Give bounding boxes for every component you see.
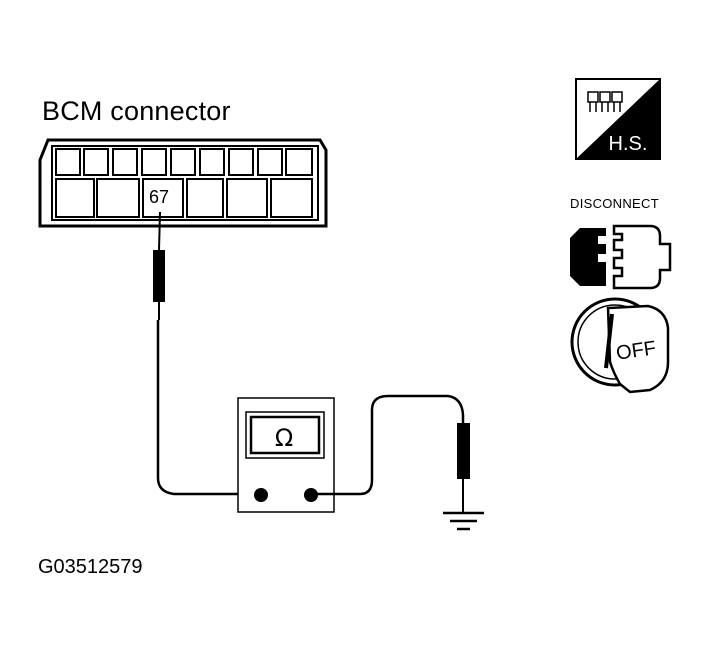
lead-wire-right (311, 394, 465, 496)
ground-symbol (443, 511, 484, 531)
probe-ground (457, 423, 470, 513)
hs-label: H.S. (609, 133, 648, 155)
disconnect-icon (570, 224, 672, 290)
probe-connector (153, 211, 165, 320)
bcm-connector (38, 138, 328, 228)
disconnect-label: DISCONNECT (570, 196, 659, 211)
hs-icon (575, 78, 661, 160)
lead-wire-left (156, 320, 258, 496)
ignition-key-off-icon (570, 297, 670, 394)
connector-title: BCM connector (42, 96, 231, 126)
pin-label: 67 (149, 187, 169, 207)
ohm-symbol: Ω (275, 424, 293, 452)
figure-id: G03512579 (38, 556, 143, 578)
